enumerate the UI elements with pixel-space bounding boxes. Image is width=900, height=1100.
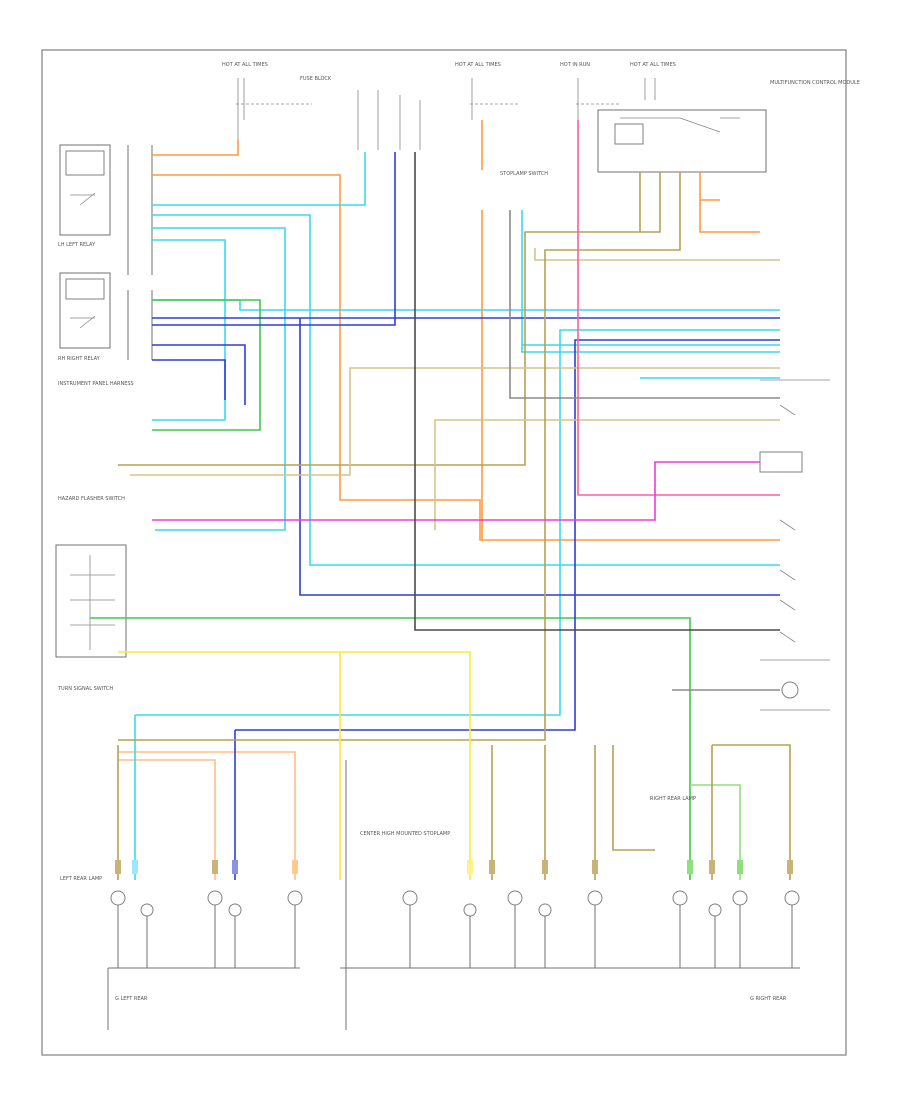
top-power-feeds [236,78,656,150]
wire-yellow [118,651,471,880]
wire-cyan-4 [521,210,780,353]
hazard-switch-label: HAZARD FLASHER SWITCH [58,496,125,502]
turn-signal-switch: TURN SIGNAL SWITCH HAZARD FLASHER SWITCH [55,496,127,692]
hot-run-label: HOT IN RUN [560,62,590,68]
wire-cyan-3 [152,299,780,311]
wire-blue-3 [152,339,780,880]
right-relay: RH RIGHT RELAY [58,272,111,362]
right-rear-lamp-label: RIGHT REAR LAMP [650,796,696,802]
wire-tan-4 [117,172,681,880]
wire-cyan-5 [134,329,780,880]
rear-lamps [110,890,800,917]
wire-magenta [152,461,780,521]
right-relay-label: RH RIGHT RELAY [58,356,101,362]
mid-module-label: MULTIFUNCTION CONTROL MODULE [770,80,860,86]
ground-left-label: G LEFT REAR [115,996,148,1002]
wire-orange [152,140,780,541]
wire-pink [577,120,780,496]
left-relay-label: LH LEFT RELAY [58,242,96,248]
wire-tan-3 [434,248,780,530]
wire-blue-2 [152,317,780,596]
relay-connector-bars [127,145,153,360]
hot-label-2: HOT AT ALL TIMES [455,62,501,68]
fuse-block-label: FUSE BLOCK [300,76,332,82]
wire-tan-2 [130,367,780,476]
mid-module-box [597,109,767,173]
wire-green-2 [90,617,691,880]
wire-orange-lamps [118,751,296,880]
hot-label-3: HOT AT ALL TIMES [630,62,676,68]
wire-cyan-2 [152,227,286,531]
stoplamp-switch-label: STOPLAMP SWITCH [500,171,548,177]
mid-module-internals [614,117,740,145]
wire-cyan-6 [152,239,780,421]
hot-label-1: HOT AT ALL TIMES [222,62,268,68]
center-stoplamp-label: CENTER HIGH MOUNTED STOPLAMP [360,831,450,837]
instrument-panel-label: INSTRUMENT PANEL HARNESS [58,381,134,387]
wire-black [414,152,780,631]
lamp-ground-wires [107,760,800,1030]
top-captions: HOT AT ALL TIMES FUSE BLOCK HOT AT ALL T… [222,62,676,82]
left-relay: LH LEFT RELAY [58,144,111,248]
connector-ticks [115,860,793,874]
turn-signal-switch-label: TURN SIGNAL SWITCH [57,686,113,692]
wire-tan-5 [491,745,655,880]
right-side-switches [759,379,830,711]
wire-lightgreen [690,784,741,880]
ground-right-label: G RIGHT REAR [750,996,787,1002]
wire-blue [152,152,396,405]
wire-green [152,299,261,431]
wire-gray [509,210,780,691]
left-rear-lamp-label: LEFT REAR LAMP [60,876,102,882]
wire-orange-3 [699,172,760,233]
diagram-border [41,49,847,1056]
wire-cyan [152,152,780,566]
wire-tan [118,172,661,466]
wire-tan-6 [639,172,791,880]
